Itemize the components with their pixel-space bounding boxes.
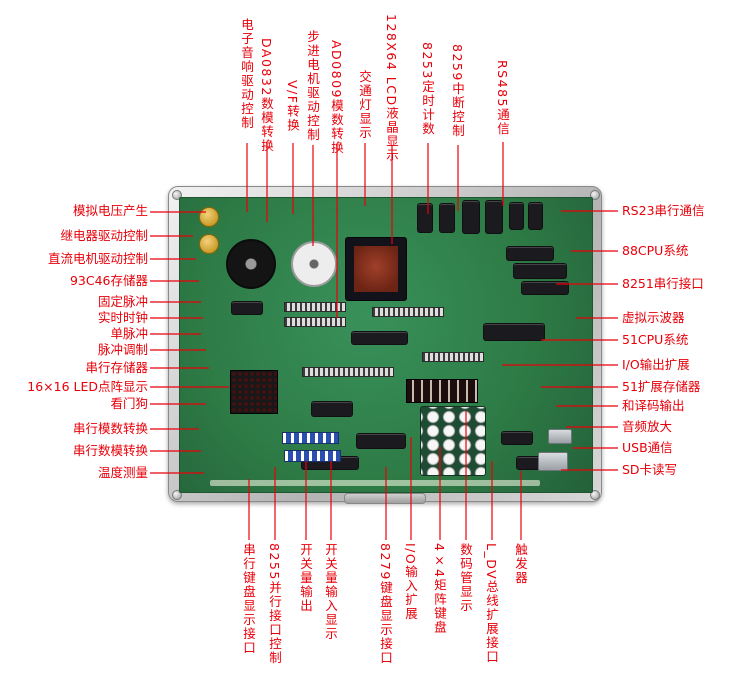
usb-connector <box>548 429 572 444</box>
pin-header <box>372 307 444 317</box>
stepper-motor <box>291 241 337 287</box>
annotation-label: 开关量输出 <box>298 543 313 613</box>
annotation-label: 51CPU系统 <box>622 332 689 347</box>
annotation-label: 8251串行接口 <box>622 276 704 291</box>
annotation-label: 4×4矩阵键盘 <box>432 543 447 635</box>
annotation-label: 和译码输出 <box>622 398 685 413</box>
ic-chip <box>510 203 523 229</box>
annotation-label: 模拟电压产生 <box>72 203 148 218</box>
annotation-label: 8255并行接口控制 <box>267 543 282 665</box>
annotation-label: RS23串行通信 <box>622 203 705 218</box>
annotation-label: 固定脉冲 <box>97 294 148 309</box>
corner-screw <box>172 490 182 500</box>
ic-chip <box>502 432 532 444</box>
annotation-label: 看门狗 <box>110 396 148 411</box>
seven-segment-display <box>406 379 478 403</box>
annotation-label: 88CPU系统 <box>622 243 689 258</box>
ic-chip <box>232 302 262 314</box>
corner-screw <box>590 490 600 500</box>
pcb <box>179 197 593 493</box>
annotation-label: 单脉冲 <box>110 326 148 341</box>
pin-header <box>284 317 346 327</box>
corner-screw <box>590 190 600 200</box>
annotation-label: 实时时钟 <box>97 310 148 325</box>
ic-chip <box>507 247 553 260</box>
annotation-label: I/O输入扩展 <box>403 543 418 622</box>
annotation-label: 串行存储器 <box>85 360 148 375</box>
pin-header <box>422 352 484 362</box>
annotation-label: 继电器驱动控制 <box>60 228 148 243</box>
annotation-label: 8279键盘显示接口 <box>378 543 393 665</box>
ic-chip <box>352 332 407 344</box>
corner-screw <box>172 190 182 200</box>
case-handle <box>344 493 426 504</box>
ic-chip <box>514 264 566 278</box>
annotation-label: V/F转换 <box>285 80 300 133</box>
annotation-label: 音频放大 <box>622 419 673 434</box>
annotation-label: 直流电机驱动控制 <box>47 251 148 266</box>
pin-header <box>302 367 394 377</box>
pin-header <box>284 302 346 312</box>
annotation-label: 16×16 LED点阵显示 <box>27 379 148 394</box>
sd-card-slot <box>538 452 568 471</box>
annotation-label: 串行数模转换 <box>72 443 148 458</box>
ic-chip <box>463 201 479 233</box>
annotation-label: L_DV总线扩展接口 <box>484 543 499 665</box>
led-dot-matrix <box>230 370 278 414</box>
ic-chip <box>357 434 405 448</box>
ic-chip <box>486 201 502 233</box>
ic-chip <box>522 282 568 294</box>
annotation-label: 触发器 <box>513 543 528 585</box>
cooling-fan <box>226 239 276 289</box>
annotation-label: 数码管显示 <box>458 543 473 613</box>
annotation-label: AD0809模数转换 <box>329 40 344 155</box>
silkscreen-text-strip <box>210 480 540 486</box>
annotation-label: 虚拟示波器 <box>622 310 685 325</box>
ic-chip <box>517 457 541 469</box>
ic-chip <box>529 203 542 229</box>
annotation-label: 温度测量 <box>97 465 148 480</box>
annotation-label: 步进电机驱动控制 <box>305 30 320 142</box>
experiment-board <box>168 186 602 504</box>
annotation-label: 串行模数转换 <box>72 421 148 436</box>
ic-chip <box>440 204 454 232</box>
annotation-label: RS485通信 <box>495 60 510 136</box>
annotation-label: 电子音响驱动控制 <box>239 18 254 130</box>
annotation-label: DA0832数模转换 <box>259 38 274 153</box>
annotation-label: 开关量输入显示 <box>323 543 338 641</box>
matrix-keypad <box>420 406 486 476</box>
annotation-label: 51扩展存储器 <box>622 379 701 394</box>
lcd-screen <box>354 246 398 292</box>
annotation-label: SD卡读写 <box>622 462 678 477</box>
lcd-module <box>346 238 406 300</box>
dip-switch <box>284 450 341 462</box>
dip-switch <box>282 432 339 444</box>
ic-chip <box>484 324 544 340</box>
ic-chip <box>312 402 352 416</box>
annotation-label: 脉冲调制 <box>97 342 148 357</box>
annotation-label: 8259中断控制 <box>450 44 465 138</box>
annotation-label: 8253定时计数 <box>420 42 435 136</box>
annotation-label: 128X64 LCD液晶显示 <box>384 14 399 163</box>
annotation-label: 交通灯显示 <box>357 70 372 140</box>
annotation-label: 串行键盘显示接口 <box>241 543 256 655</box>
annotation-label: I/O输出扩展 <box>622 357 690 372</box>
annotation-label: USB通信 <box>622 440 673 455</box>
potentiometer-knob <box>199 234 219 254</box>
annotation-label: 93C46存储器 <box>69 273 148 288</box>
